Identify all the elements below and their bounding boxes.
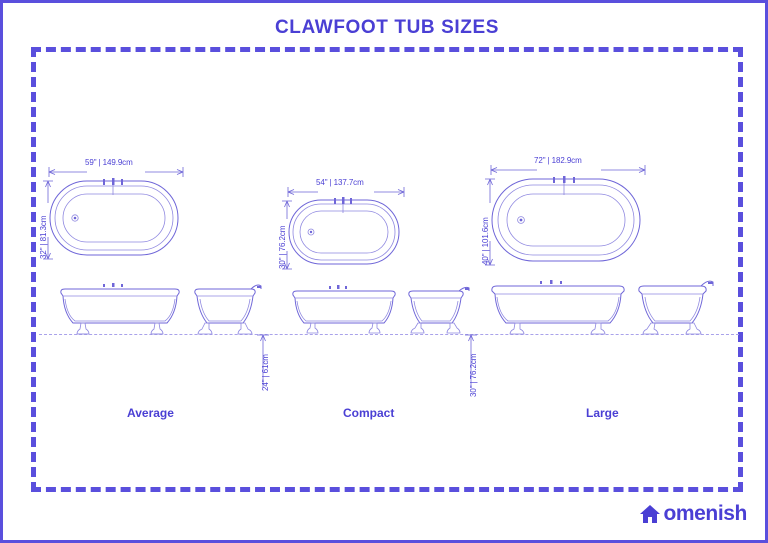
- compact-top-view: [288, 193, 400, 271]
- large-depth-dimension: [481, 177, 495, 267]
- brand-logo[interactable]: omenish: [639, 502, 747, 526]
- compact-end-view: [403, 286, 470, 338]
- large-height-dimension: [463, 333, 477, 389]
- section-label-large: Large: [586, 406, 619, 420]
- average-side-view-drawing: [60, 283, 180, 335]
- average-side-view: [59, 283, 181, 338]
- average-depth-label: 32" | 81.3cm: [39, 215, 48, 259]
- average-depth-dimension: [39, 179, 53, 261]
- dashed-border-frame: [31, 47, 743, 492]
- compact-width-label: 54" | 137.7cm: [316, 178, 364, 187]
- large-height-label: 30" | 76.2cm: [469, 353, 478, 397]
- average-end-view: [189, 283, 262, 338]
- compact-height-dimension: [255, 333, 269, 389]
- section-label-average: Average: [127, 406, 174, 420]
- brand-name: omenish: [663, 502, 747, 525]
- large-width-label: 72" | 182.9cm: [534, 156, 582, 165]
- compact-side-view: [291, 285, 397, 338]
- average-width-dimension: [45, 163, 185, 177]
- compact-width-dimension: [284, 183, 406, 197]
- large-side-view: [490, 280, 626, 338]
- large-end-view: [633, 280, 714, 338]
- section-label-compact: Compact: [343, 406, 395, 420]
- average-end-view-drawing: [194, 284, 262, 335]
- large-depth-label: 40" | 101.6cm: [481, 217, 490, 265]
- compact-end-view-drawing: [408, 286, 470, 334]
- large-width-dimension: [487, 161, 647, 175]
- compact-side-view-drawing: [292, 285, 396, 334]
- compact-top-view-drawing: [288, 197, 400, 265]
- compact-depth-dimension: [278, 199, 292, 271]
- compact-height-label: 24" | 61cm: [261, 354, 270, 391]
- large-side-view-drawing: [491, 280, 625, 335]
- large-top-view: [491, 171, 641, 269]
- compact-depth-label: 30" | 76.2cm: [278, 225, 287, 269]
- average-top-view: [49, 173, 179, 263]
- house-icon: [640, 505, 661, 523]
- page-title: CLAWFOOT TUB SIZES: [274, 17, 499, 38]
- floor-reference-line: [39, 334, 739, 335]
- average-top-view-drawing: [49, 178, 179, 256]
- average-width-label: 59" | 149.9cm: [85, 158, 133, 167]
- large-top-view-drawing: [491, 176, 641, 262]
- large-end-view-drawing: [638, 280, 714, 335]
